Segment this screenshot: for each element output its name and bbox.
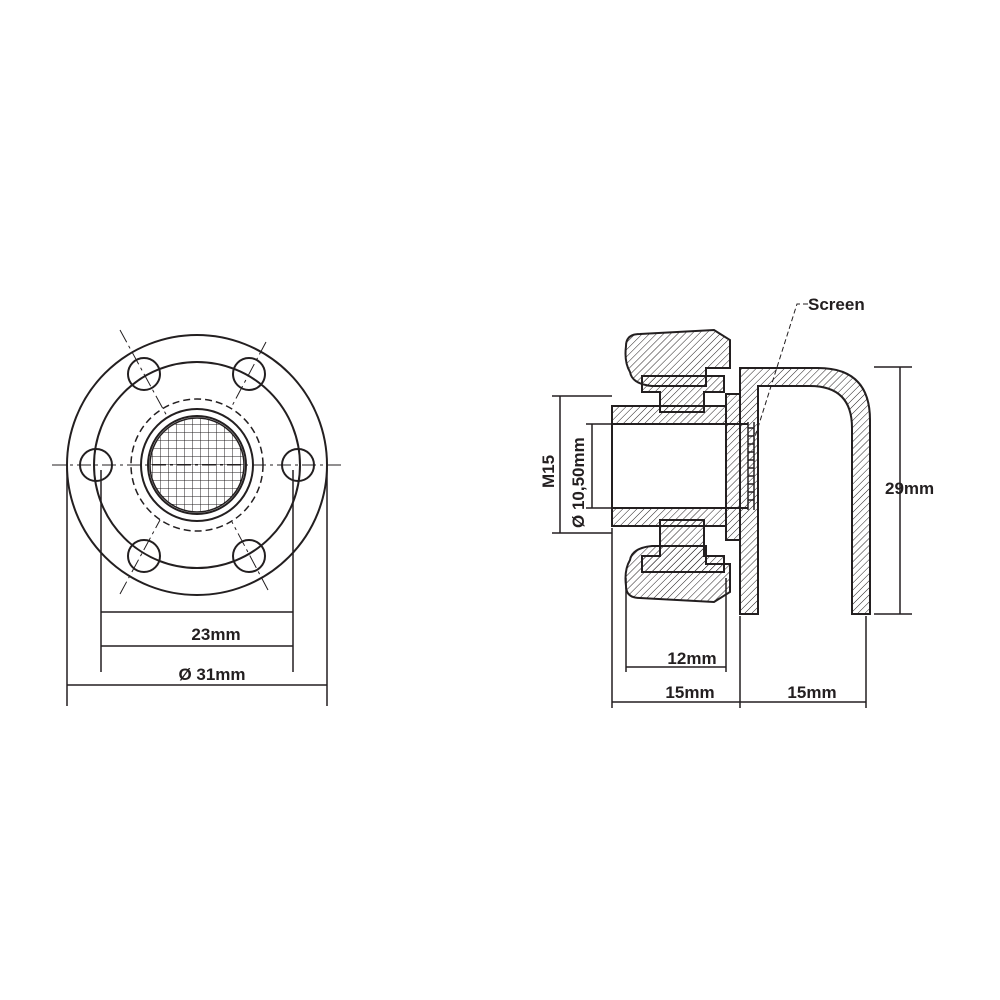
bolt-hole <box>232 357 266 391</box>
front-view: 23mm Ø 31mm <box>52 329 342 706</box>
dim-height-label: 29mm <box>885 479 934 498</box>
dim-bolt-circle-label: 23mm <box>191 625 240 644</box>
screen-label: Screen <box>808 295 865 314</box>
dimension-29mm <box>874 366 912 615</box>
cap-shell <box>739 367 871 615</box>
nut-bottom <box>624 545 731 604</box>
dimension-bottom <box>611 528 867 708</box>
screen-leader-line <box>753 303 808 441</box>
dim-outer-diameter-label: Ø 31mm <box>178 665 245 684</box>
dimension-31mm <box>66 468 328 706</box>
dim-nut-length-label: 12mm <box>667 649 716 668</box>
nut-top <box>624 328 731 387</box>
dimension-23mm <box>100 470 294 672</box>
side-view: Screen 29mm M15 Ø 10,50mm <box>539 295 934 708</box>
dim-body-length-label: 15mm <box>665 683 714 702</box>
bolt-hole <box>127 539 161 573</box>
bore-outline <box>611 406 748 526</box>
screen-element <box>747 422 755 510</box>
dim-cap-length-label: 15mm <box>787 683 836 702</box>
dim-bore-label: Ø 10,50mm <box>569 437 588 528</box>
dim-thread-label: M15 <box>539 455 558 488</box>
bolt-hole <box>127 357 161 391</box>
mesh-edge-circle <box>149 417 245 513</box>
body-flange <box>725 393 741 541</box>
bolt-hole <box>232 539 266 573</box>
center-lines <box>52 329 342 595</box>
inner-flange-circle <box>93 361 301 569</box>
dimension-thread-bore <box>552 395 612 534</box>
